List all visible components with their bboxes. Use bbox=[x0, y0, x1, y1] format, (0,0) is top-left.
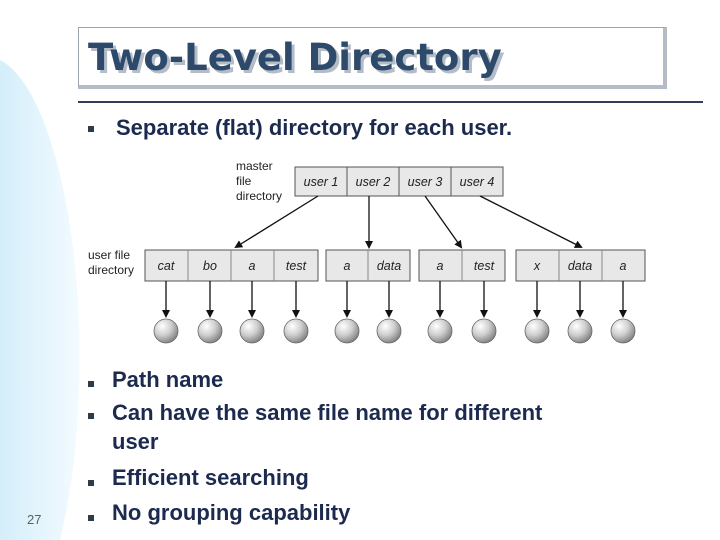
slide-title: Two-Level Directory bbox=[88, 36, 502, 79]
master-cell bbox=[346, 166, 400, 197]
master-arrow bbox=[234, 195, 319, 249]
user-file-entry: data bbox=[568, 259, 592, 273]
file-node bbox=[153, 318, 179, 344]
bullet-item: Can have the same file name for differen… bbox=[112, 400, 543, 425]
user-label-line1: user file bbox=[88, 248, 130, 262]
bullet-marker bbox=[88, 413, 94, 419]
master-label-line2: file bbox=[236, 174, 252, 188]
file-node bbox=[471, 318, 497, 344]
bullet-item: No grouping capability bbox=[112, 500, 351, 525]
bullet-marker bbox=[88, 515, 94, 521]
file-node bbox=[610, 318, 636, 344]
bullet-marker bbox=[88, 381, 94, 387]
master-directory-row: user 1 user 2 user 3 user 4 bbox=[294, 166, 504, 197]
bullet-item: Path name bbox=[112, 367, 224, 392]
user-file-entry: a bbox=[437, 259, 444, 273]
user-file-entry: cat bbox=[158, 259, 175, 273]
file-node bbox=[376, 318, 402, 344]
file-arrows bbox=[162, 281, 627, 318]
master-arrow bbox=[424, 195, 463, 249]
master-entry: user 2 bbox=[356, 175, 391, 189]
file-node bbox=[427, 318, 453, 344]
user-label-line2: directory bbox=[88, 263, 134, 277]
user-file-entry: data bbox=[377, 259, 401, 273]
master-entry: user 4 bbox=[460, 175, 495, 189]
file-nodes bbox=[153, 318, 636, 344]
master-cell bbox=[294, 166, 348, 197]
user-file-entry: a bbox=[620, 259, 627, 273]
master-arrow bbox=[479, 195, 583, 248]
file-node bbox=[283, 318, 309, 344]
bullet-item: Efficient searching bbox=[112, 465, 309, 490]
master-label-line3: directory bbox=[236, 189, 282, 203]
user-file-entry: x bbox=[533, 259, 541, 273]
file-node bbox=[524, 318, 550, 344]
master-cell bbox=[450, 166, 504, 197]
user-file-entry: a bbox=[249, 259, 256, 273]
title-rule bbox=[78, 101, 703, 103]
bullet-marker bbox=[88, 480, 94, 486]
user-file-entry: bo bbox=[203, 259, 217, 273]
user-file-entry: test bbox=[474, 259, 495, 273]
bullet-item-continuation: user bbox=[112, 429, 159, 454]
user-dir-box bbox=[515, 249, 646, 282]
file-node bbox=[334, 318, 360, 344]
bullet-marker bbox=[88, 126, 94, 132]
side-wave-decoration bbox=[0, 60, 80, 540]
master-label-line1: master bbox=[236, 159, 273, 173]
file-node bbox=[239, 318, 265, 344]
file-node bbox=[567, 318, 593, 344]
master-entry: user 3 bbox=[408, 175, 443, 189]
user-file-entry: a bbox=[344, 259, 351, 273]
slide-number: 27 bbox=[27, 512, 42, 527]
user-file-entry: test bbox=[286, 259, 307, 273]
title-box bbox=[78, 27, 667, 89]
master-entry: user 1 bbox=[304, 175, 339, 189]
user-directory-row: cat bo a test a data a test x data a bbox=[144, 249, 646, 282]
bullet-intro: Separate (flat) directory for each user. bbox=[116, 115, 513, 140]
file-node bbox=[197, 318, 223, 344]
